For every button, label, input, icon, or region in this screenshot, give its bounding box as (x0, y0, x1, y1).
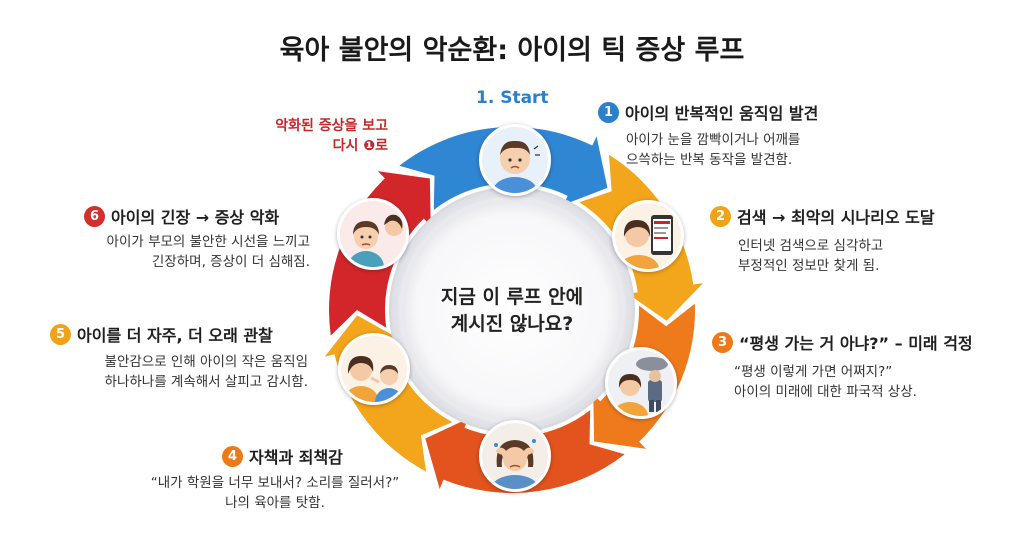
step-2-number: 2 (710, 205, 731, 227)
step-3-desc: “평생 이렇게 가면 어쩌지?” 아이의 미래에 대한 파국적 상상. (734, 362, 973, 402)
center-question: 지금 이 루프 안에 계시진 않나요? (412, 284, 612, 338)
step-3-desc-line-1: “평생 이렇게 가면 어쩌지?” (734, 364, 893, 380)
loop-note-line-1: 악화된 증상을 보고 (275, 118, 388, 134)
loop-back-note: 악화된 증상을 보고 다시 ❶로 (240, 116, 388, 156)
loop-note-line-2: 다시 ❶로 (332, 138, 388, 154)
step-5-title: 5 아이를 더 자주, 더 오래 관찰 (50, 322, 273, 346)
step-6-desc-line-2: 긴장하며, 증상이 더 심해짐. (151, 254, 310, 270)
step-5-desc-line-1: 불안감으로 인해 아이의 작은 움직임 (104, 354, 308, 370)
step-4-desc-line-1: “내가 학원을 너무 보내서? 소리를 질러서?” (150, 475, 400, 491)
step-1: 1 아이의 반복적인 움직임 발견 아이가 눈을 깜빡이거나 어깨를 으쓱하는 … (598, 100, 818, 170)
step-1-desc: 아이가 눈을 깜빡이거나 어깨를 으쓱하는 반복 동작을 발견함. (626, 130, 818, 170)
step-6-desc: 아이가 부모의 불안한 시선을 느끼고 긴장하며, 증상이 더 심해짐. (40, 232, 310, 272)
step-4-desc: “내가 학원을 너무 보내서? 소리를 질러서?” 나의 육아를 탓함. (120, 473, 430, 513)
step-5-desc-line-2: 하나하나를 계속해서 살피고 감시함. (104, 374, 308, 390)
step-4-title: 4 자책과 죄책감 (222, 444, 343, 468)
step-1-desc-line-1: 아이가 눈을 깜빡이거나 어깨를 (626, 132, 801, 148)
step-1-desc-line-2: 으쓱하는 반복 동작을 발견함. (626, 152, 793, 168)
guilty-mother-icon (479, 420, 551, 492)
phone-search-icon (612, 200, 684, 272)
step-2-desc: 인터넷 검색으로 심각하고 부정적인 정보만 찾게 됨. (738, 236, 935, 276)
step-2-title-text: 검색 → 최악의 시나리오 도달 (737, 208, 935, 227)
step-3-number: 3 (712, 331, 733, 353)
step-1-title: 1 아이의 반복적인 움직임 발견 (598, 100, 818, 124)
step-2-title: 2 검색 → 최악의 시나리오 도달 (710, 204, 935, 228)
step-3: 3 “평생 가는 거 아냐?” – 미래 걱정 “평생 이렇게 가면 어쩌지?”… (712, 330, 973, 402)
step-4: 4 자책과 죄책감 (222, 444, 343, 468)
step-6-title-text: 아이의 긴장 → 증상 악화 (111, 208, 280, 227)
worried-future-icon (605, 347, 677, 419)
step-3-title-text: “평생 가는 거 아냐?” – 미래 걱정 (739, 334, 973, 353)
step-4-desc-line-2: 나의 육아를 탓함. (225, 495, 325, 511)
step-5: 5 아이를 더 자주, 더 오래 관찰 (50, 322, 273, 346)
step-5-number: 5 (50, 323, 71, 345)
step-1-number: 1 (598, 101, 619, 123)
step-6: 6 아이의 긴장 → 증상 악화 (84, 204, 279, 228)
step-4-number: 4 (222, 445, 243, 467)
step-3-title: 3 “평생 가는 거 아냐?” – 미래 걱정 (712, 330, 973, 354)
step-2-desc-line-1: 인터넷 검색으로 심각하고 (738, 238, 884, 254)
step-6-desc-line-1: 아이가 부모의 불안한 시선을 느끼고 (106, 234, 310, 250)
step-6-title: 6 아이의 긴장 → 증상 악화 (84, 204, 279, 228)
center-question-line-1: 지금 이 루프 안에 (440, 286, 584, 308)
watching-mother-icon (338, 333, 410, 405)
worried-boy-icon (479, 124, 551, 196)
step-4-title-text: 자책과 죄책감 (249, 448, 343, 467)
step-3-desc-line-2: 아이의 미래에 대한 파국적 상상. (734, 384, 917, 400)
step-2: 2 검색 → 최악의 시나리오 도달 인터넷 검색으로 심각하고 부정적인 정보… (710, 204, 935, 276)
step-2-desc-line-2: 부정적인 정보만 찾게 됨. (738, 258, 880, 274)
center-question-line-2: 계시진 않나요? (450, 313, 574, 335)
step-5-title-text: 아이를 더 자주, 더 오래 관찰 (77, 326, 273, 345)
step-6-number: 6 (84, 205, 105, 227)
step-1-title-text: 아이의 반복적인 움직임 발견 (625, 104, 819, 123)
tense-child-icon (337, 198, 409, 270)
step-5-desc: 불안감으로 인해 아이의 작은 움직임 하나하나를 계속해서 살피고 감시함. (40, 352, 308, 392)
page-title: 육아 불안의 악순환: 아이의 틱 증상 루프 (279, 35, 745, 66)
start-label: 1. Start (476, 88, 549, 108)
